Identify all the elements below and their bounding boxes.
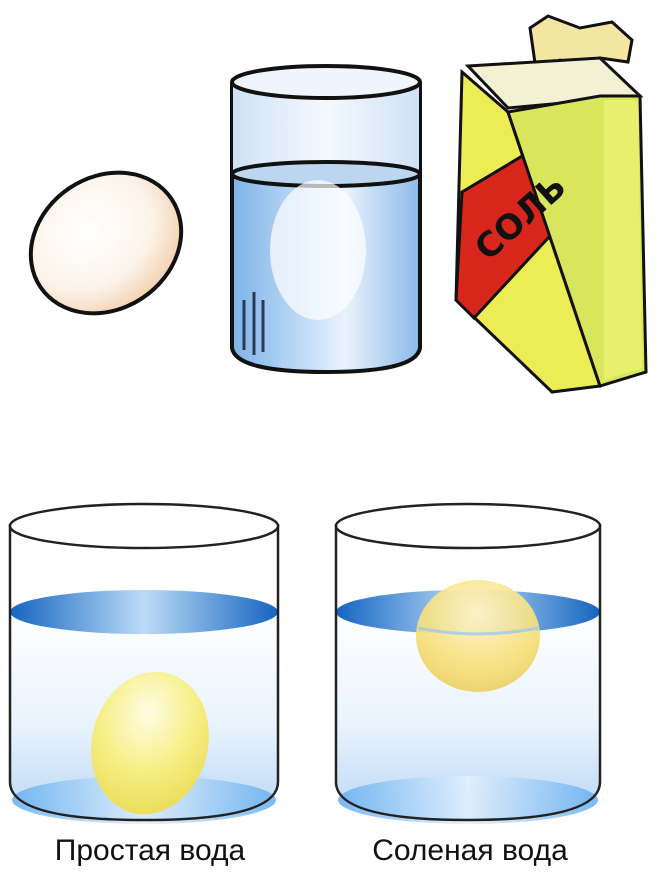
egg-icon: [4, 144, 209, 342]
floating-egg: [416, 580, 540, 692]
salt-box-icon: СОЛЬ: [456, 16, 646, 392]
glass-icon: [232, 66, 420, 372]
plain-water-beaker: [10, 504, 278, 827]
salted-water-beaker: [336, 504, 600, 824]
plain-water-label: Простая вода: [10, 834, 290, 868]
salted-water-label: Соленая вода: [330, 834, 610, 868]
